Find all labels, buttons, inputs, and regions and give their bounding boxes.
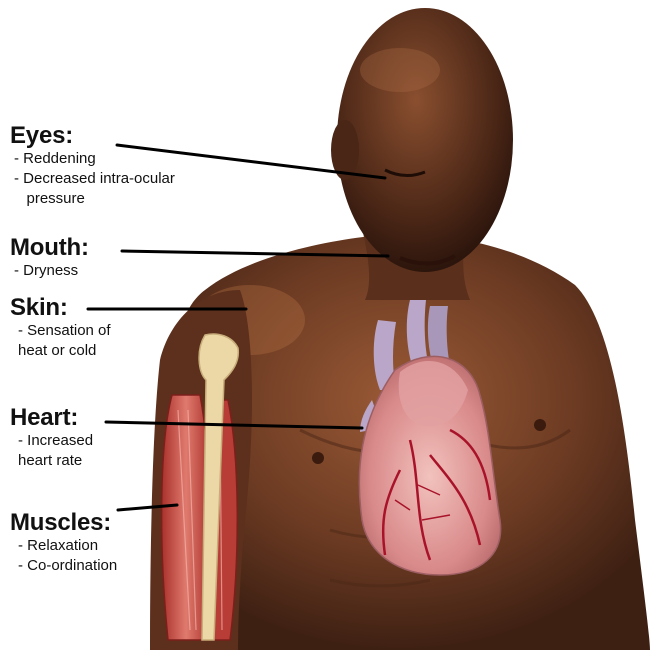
head-highlight [360,48,440,92]
muscles-item-1: - Relaxation [18,536,117,556]
label-heart: Heart: - Increased heart rate [10,405,93,471]
label-skin: Skin: - Sensation of heat or cold [10,295,111,361]
label-mouth: Mouth: - Dryness [10,235,89,281]
mouth-item-1: - Dryness [14,261,89,281]
eyes-item-2: - Decreased intra-ocular [14,169,175,189]
heart-item-1: - Increased [18,431,93,451]
label-eyes: Eyes: - Reddening - Decreased intra-ocul… [10,123,175,209]
label-muscles: Muscles: - Relaxation - Co-ordination [10,510,117,576]
skin-item-2: heat or cold [18,341,111,361]
skin-heading: Skin: [10,295,111,321]
eyes-item-1: - Reddening [14,149,175,169]
eyes-item-3: pressure [14,189,175,209]
muscles-heading: Muscles: [10,510,117,536]
skin-item-1: - Sensation of [18,321,111,341]
heart-item-2: heart rate [18,451,93,471]
head [337,8,513,272]
heart-heading: Heart: [10,405,93,431]
eyes-heading: Eyes: [10,123,175,149]
muscles-item-2: - Co-ordination [18,556,117,576]
mouth-heading: Mouth: [10,235,89,261]
